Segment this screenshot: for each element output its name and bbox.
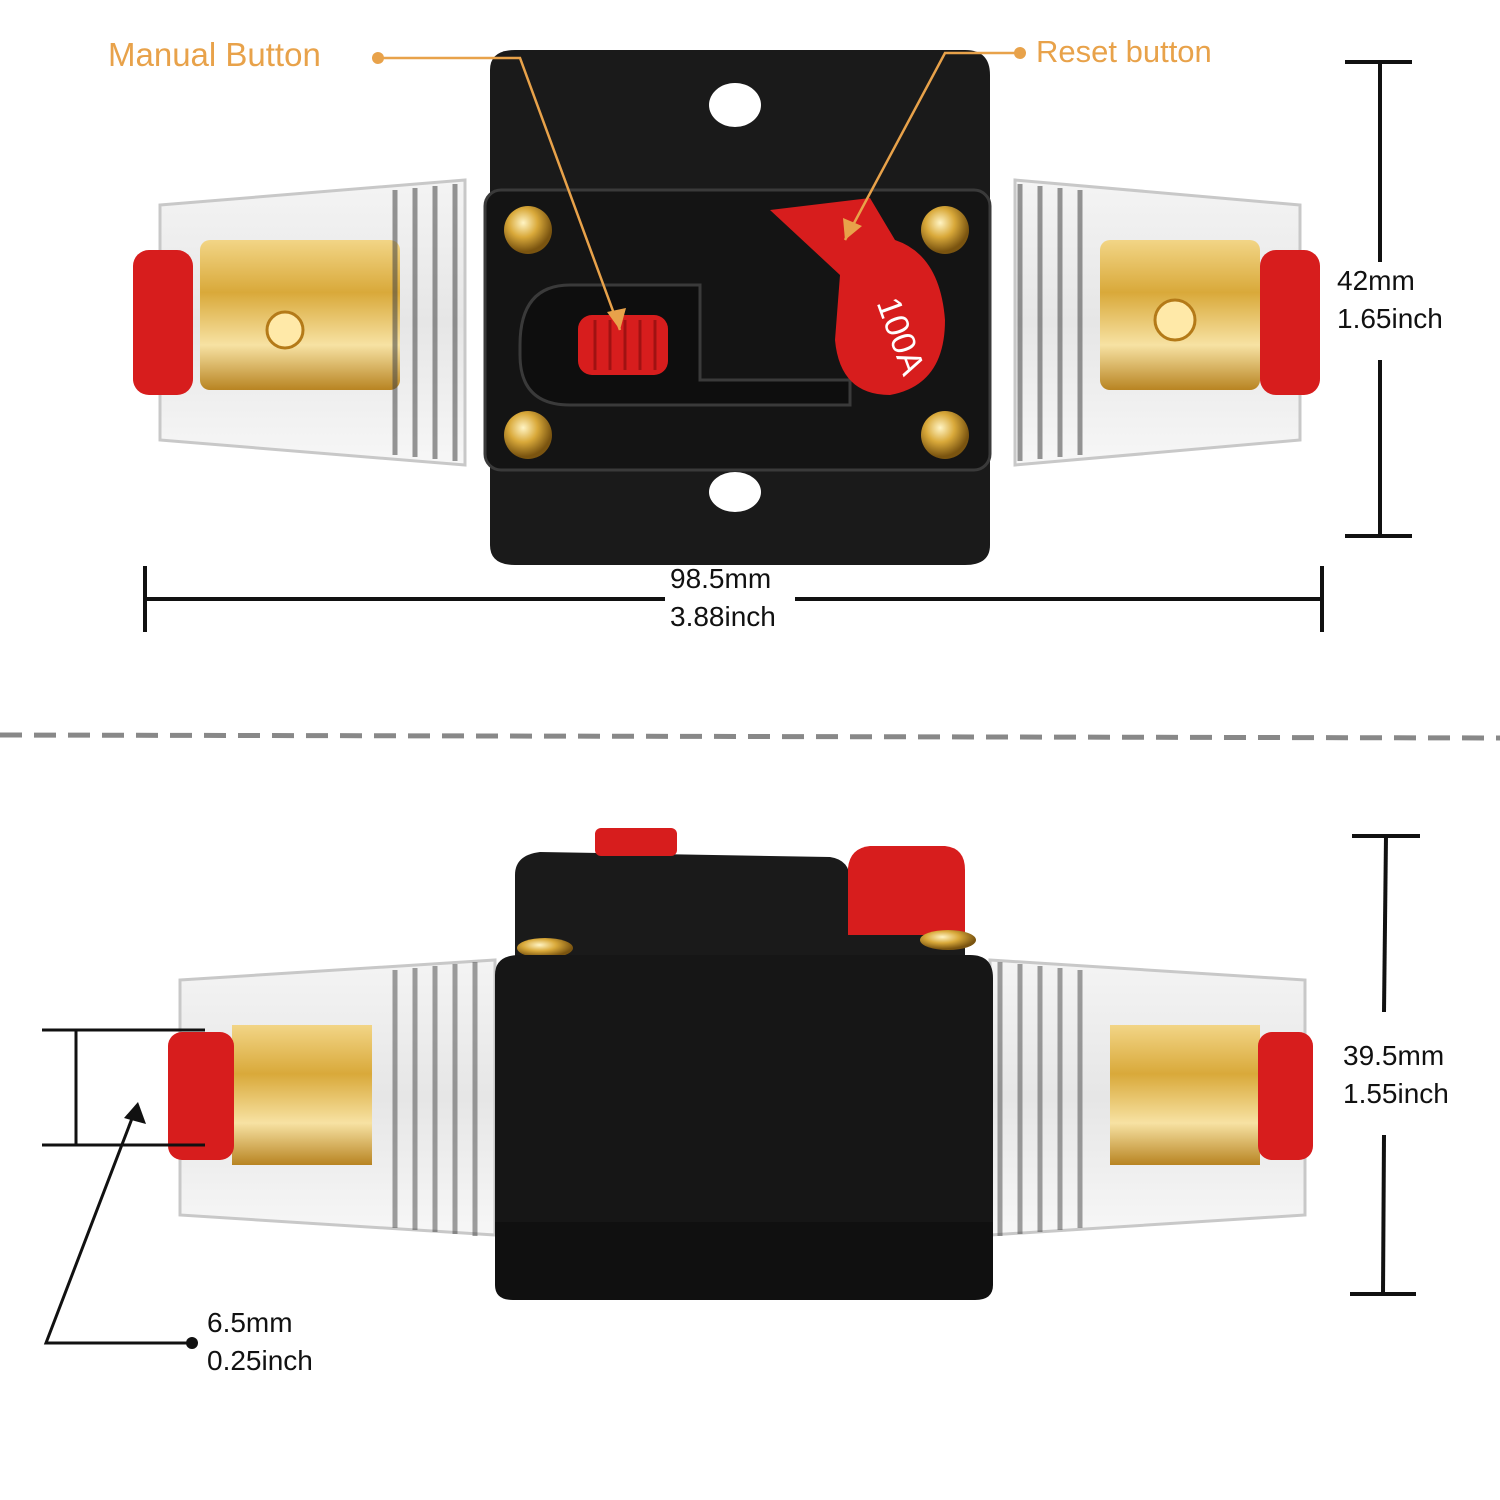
top-height-label: 42mm 1.65inch: [1337, 262, 1443, 338]
terminal-hole-label: 6.5mm 0.25inch: [207, 1304, 313, 1380]
side-breaker-body: [495, 955, 993, 1225]
top-height-dimension-line: [1345, 60, 1412, 538]
screw-top-left: [504, 206, 552, 254]
side-height-label: 39.5mm 1.55inch: [1343, 1037, 1449, 1113]
reset-button-leader: [843, 51, 1020, 241]
mount-hole-top: [709, 83, 761, 127]
side-screw-right: [920, 930, 976, 950]
manual-button-callout: Manual Button: [108, 36, 321, 73]
screw-top-right: [921, 206, 969, 254]
side-reset-lever: [848, 846, 965, 935]
side-left-red-cap: [168, 1032, 234, 1160]
length-dimension-line: [143, 566, 1324, 632]
reset-button-callout: Reset button: [1036, 34, 1212, 69]
side-right-brass-sleeve: [1110, 1025, 1260, 1165]
side-manual-button: [595, 828, 677, 856]
side-height-dimension-line: [1350, 834, 1420, 1296]
side-height-mm: 39.5mm: [1343, 1040, 1445, 1071]
top-height-mm: 42mm: [1337, 265, 1415, 296]
reset-lever: [770, 198, 945, 395]
screw-bottom-right: [921, 411, 969, 459]
manual-button: [578, 315, 668, 375]
top-left-brass-sleeve: [200, 240, 400, 390]
length-mm: 98.5mm: [670, 563, 772, 594]
top-right-red-cap: [1260, 250, 1320, 395]
terminal-hole-dimension: [42, 1028, 205, 1345]
mount-hole-bottom: [709, 472, 761, 512]
side-height-inch: 1.55inch: [1343, 1078, 1449, 1109]
screw-bottom-left: [504, 411, 552, 459]
length-label: 98.5mm 3.88inch: [670, 560, 776, 636]
length-inch: 3.88inch: [670, 601, 776, 632]
terminal-hole-mm: 6.5mm: [207, 1307, 293, 1338]
side-screw-left: [517, 938, 573, 958]
side-right-red-cap: [1258, 1032, 1313, 1160]
side-base-plate: [495, 1222, 993, 1300]
top-view: 100A: [133, 47, 1412, 632]
side-view: [42, 828, 1420, 1349]
side-upper-housing: [515, 852, 850, 960]
dashed-separator: [0, 732, 1500, 741]
top-left-red-cap: [133, 250, 193, 395]
terminal-hole-inch: 0.25inch: [207, 1345, 313, 1376]
top-height-inch: 1.65inch: [1337, 303, 1443, 334]
side-left-brass-sleeve: [232, 1025, 372, 1165]
manual-button-leader: [378, 56, 622, 331]
